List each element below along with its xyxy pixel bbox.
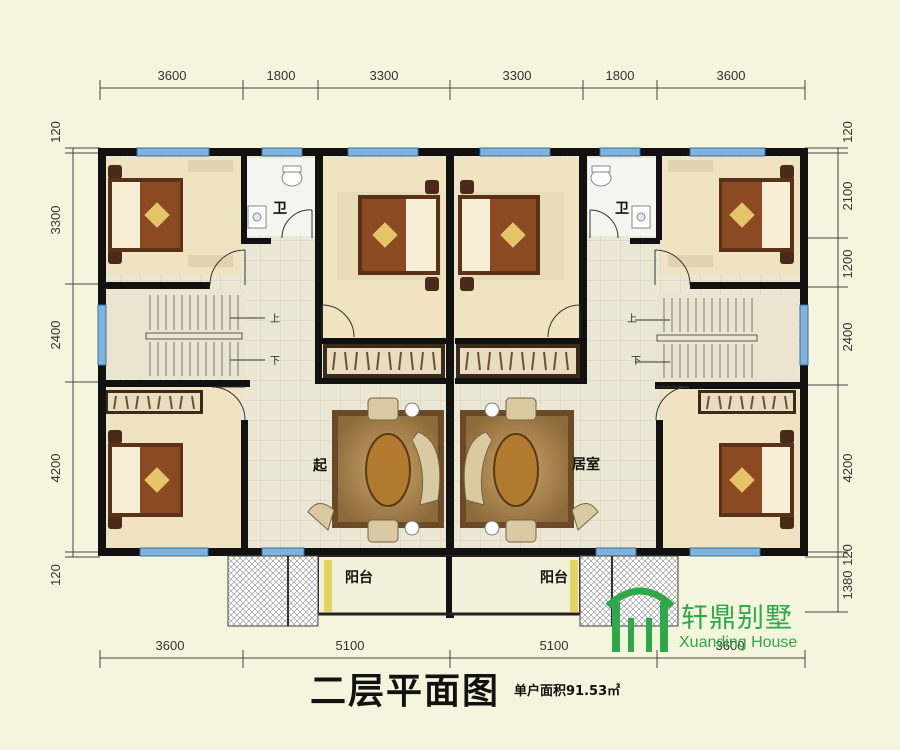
- brand-logo-icon: [605, 587, 675, 652]
- dim-right-3: 1200: [840, 250, 855, 279]
- dim-left-2: 3300: [48, 206, 63, 235]
- dim-right-1: 120: [840, 121, 855, 143]
- dim-top-1: 3600: [158, 68, 187, 83]
- brand-logo-english: Xuanding House: [679, 634, 798, 651]
- bed-top-left: [108, 160, 233, 267]
- stair-right: [635, 293, 798, 381]
- dim-left-3: 2400: [48, 321, 63, 350]
- living-room-right-furniture: [460, 397, 599, 543]
- top-dimension-line: [99, 80, 806, 100]
- dim-left-5: 120: [48, 564, 63, 586]
- dim-top-6: 3600: [717, 68, 746, 83]
- dim-bottom-4: 3600: [716, 638, 745, 653]
- dim-right-6: 120: [840, 544, 855, 566]
- balcony: [317, 555, 581, 616]
- dim-top-4: 3300: [503, 68, 532, 83]
- stair-down-right-label: 下: [631, 356, 641, 367]
- dim-right-4: 2400: [840, 323, 855, 352]
- unit-area-note: 单户面积91.53㎡: [514, 684, 621, 699]
- dim-top-5: 1800: [606, 68, 635, 83]
- balcony-left-label: 阳台: [345, 569, 373, 586]
- bed-top-right: [668, 160, 794, 267]
- bathroom-right-label: 卫: [615, 201, 629, 217]
- bathroom-left-label: 卫: [273, 201, 287, 217]
- dim-right-2: 2100: [840, 182, 855, 211]
- balcony-right-label: 阳台: [540, 569, 568, 586]
- doors: [209, 249, 691, 421]
- wardrobe-bottom-left: [105, 390, 203, 414]
- dim-top-3: 3300: [370, 68, 399, 83]
- dim-bottom-1: 3600: [156, 638, 185, 653]
- living-room-left-label: 起: [312, 457, 328, 474]
- dim-left-1: 120: [48, 121, 63, 143]
- dim-bottom-3: 5100: [540, 638, 569, 653]
- wardrobe-left-master: [323, 344, 445, 378]
- dim-right-5: 4200: [840, 454, 855, 483]
- bed-bottom-right: [719, 430, 794, 529]
- bed-master-right: [458, 180, 564, 291]
- stair-up-left-label: 上: [270, 313, 280, 325]
- living-room-left-furniture: [307, 397, 444, 543]
- living-room-right-label: 居室: [572, 456, 600, 473]
- left-dimension-line: [65, 147, 100, 558]
- windows: [97, 147, 809, 557]
- stair-up-right-label: 上: [627, 313, 637, 325]
- dim-left-4: 4200: [48, 454, 63, 483]
- stair-down-left-label: 下: [270, 356, 280, 367]
- bed-bottom-left: [108, 430, 183, 529]
- dim-right-7: 1380: [840, 571, 855, 600]
- stair-left: [105, 290, 265, 378]
- bed-master-left: [337, 180, 441, 291]
- bathroom-right-fixtures: [589, 165, 651, 239]
- brand-logo-chinese: 轩鼎别墅: [681, 603, 793, 634]
- wardrobe-bottom-right: [698, 390, 796, 414]
- page-title: 二层平面图: [310, 670, 501, 712]
- dim-bottom-2: 5100: [336, 638, 365, 653]
- dim-top-2: 1800: [267, 68, 296, 83]
- wardrobe-right-master: [456, 344, 580, 378]
- bathroom-left-fixtures: [247, 165, 313, 239]
- right-dimension-line: [805, 147, 848, 613]
- bottom-dimension-line: [99, 650, 806, 668]
